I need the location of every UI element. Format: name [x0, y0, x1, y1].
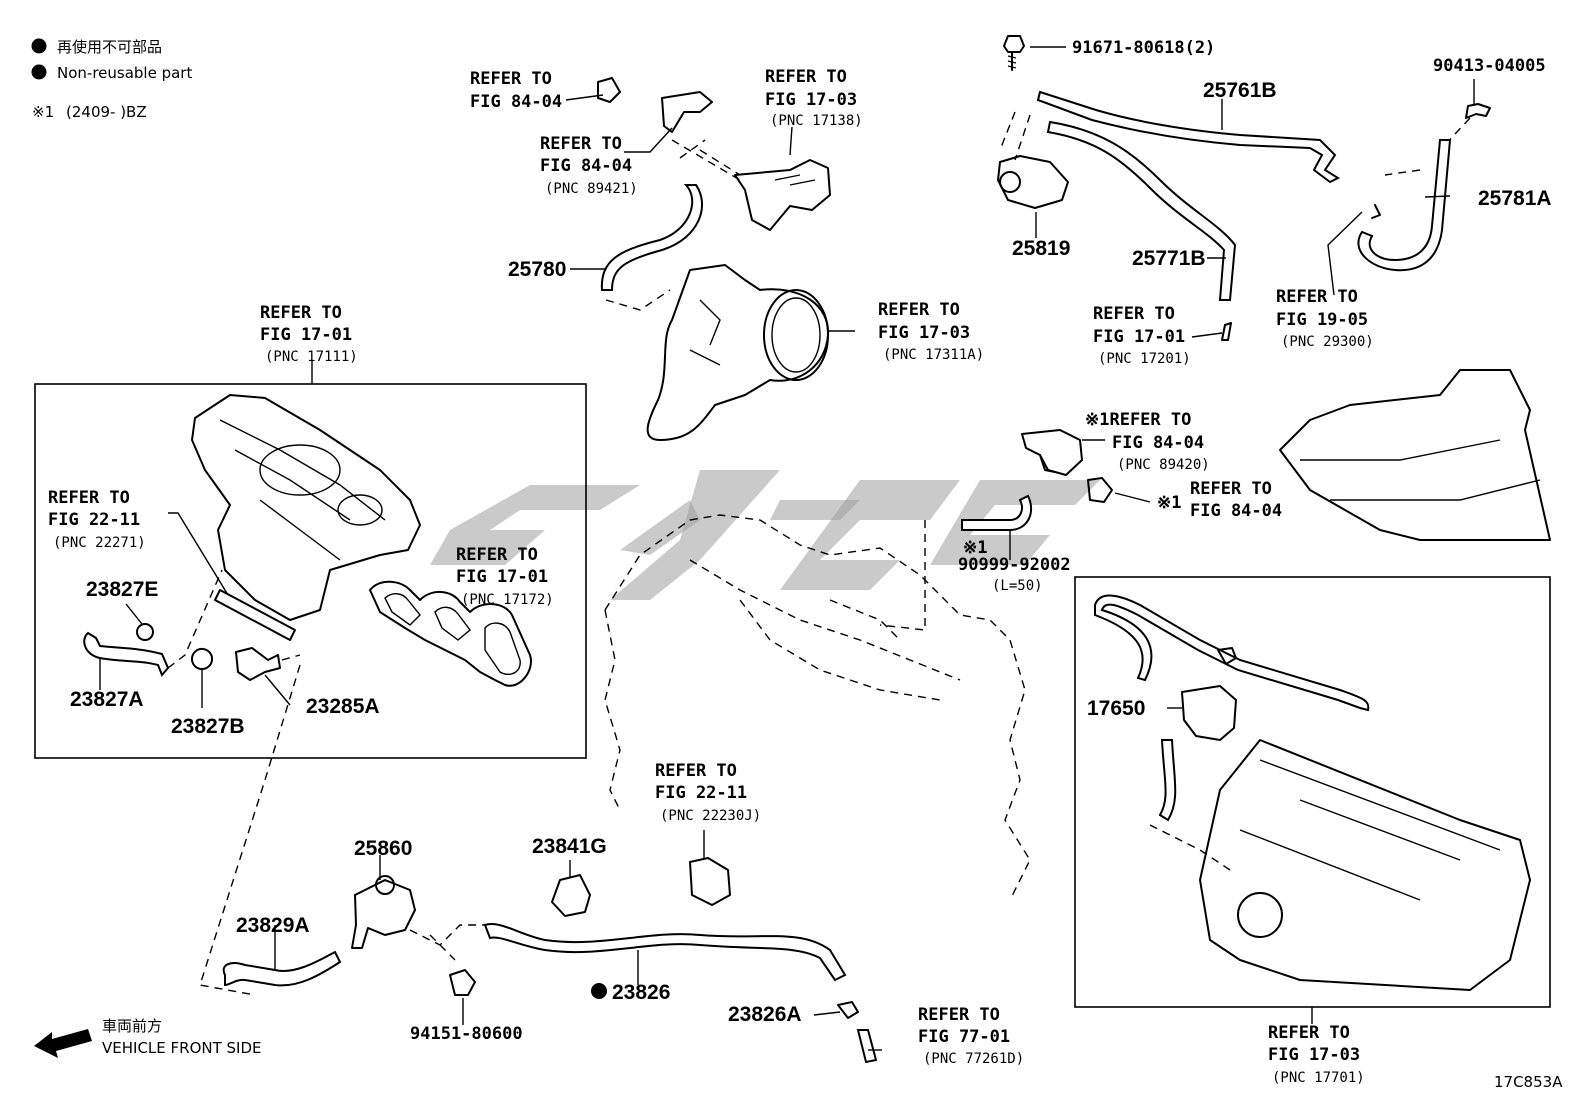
- ref-fig-84-04-b: REFER TO FIG 84-04 (PNC 89421): [540, 134, 638, 197]
- part-label-25761B: 25761B: [1203, 79, 1277, 102]
- part-label-23826A: 23826A: [728, 1003, 802, 1026]
- ref-fig-17-01-c: REFER TO FIG 17-01 (PNC 17201): [1093, 304, 1191, 367]
- svg-text:FIG 22-11: FIG 22-11: [655, 783, 747, 803]
- part-label-25780: 25780: [508, 258, 566, 281]
- part-label-90999: 90999-92002: [958, 555, 1071, 575]
- svg-text:REFER TO: REFER TO: [260, 303, 342, 323]
- watermark-logo: [430, 470, 1100, 600]
- vehicle-front-en: VEHICLE FRONT SIDE: [102, 1039, 262, 1057]
- legend-note-mark: ※1: [32, 103, 54, 121]
- svg-text:(PNC 89421): (PNC 89421): [545, 181, 638, 197]
- part-label-90999-length: (L=50): [992, 578, 1043, 594]
- svg-text:FIG 19-05: FIG 19-05: [1276, 310, 1368, 330]
- ref-fig-17-01-b: REFER TO FIG 17-01 (PNC 17172): [456, 545, 554, 608]
- svg-text:REFER TO: REFER TO: [765, 67, 847, 87]
- intake-manifold-box: [34, 383, 587, 759]
- ref-fig-17-01-a: REFER TO FIG 17-01 (PNC 17111): [260, 303, 358, 365]
- svg-text:REFER TO: REFER TO: [1276, 287, 1358, 307]
- part-label-23829A: 23829A: [236, 914, 310, 937]
- part-label-91671: 91671-80618(2): [1072, 38, 1215, 58]
- non-reusable-dot-icon: [31, 64, 47, 80]
- svg-text:(PNC 17701): (PNC 17701): [1272, 1070, 1365, 1086]
- non-reusable-dot-icon: [591, 983, 607, 999]
- part-label-23285A: 23285A: [306, 695, 380, 718]
- part-number-labels: 91671-80618(2) 25761B 90413-04005 25781A…: [70, 38, 1552, 1044]
- svg-text:FIG 84-04: FIG 84-04: [470, 92, 562, 112]
- part-label-23827E: 23827E: [86, 578, 158, 601]
- lower-hose-group: [199, 664, 878, 1064]
- svg-text:FIG 17-03: FIG 17-03: [1268, 1045, 1360, 1065]
- legend: 再使用不可部品 Non-reusable part ※1 (2409- )BZ: [31, 38, 192, 121]
- legend-jp-label: 再使用不可部品: [57, 38, 162, 56]
- svg-text:REFER TO: REFER TO: [655, 761, 737, 781]
- svg-text:REFER TO: REFER TO: [470, 69, 552, 89]
- part-label-25781A: 25781A: [1478, 187, 1552, 210]
- svg-text:FIG 84-04: FIG 84-04: [1112, 433, 1204, 453]
- part-label-90999-mark: ※1: [963, 538, 987, 558]
- legend-en-label: Non-reusable part: [57, 64, 192, 82]
- intake-pipe-group: [597, 77, 831, 441]
- vehicle-front-jp: 車両前方: [102, 1017, 162, 1035]
- part-label-25860: 25860: [354, 837, 412, 860]
- ref-fig-84-04-c: ※1REFER TO FIG 84-04 (PNC 89420): [1085, 410, 1210, 473]
- svg-text:(PNC 29300): (PNC 29300): [1281, 334, 1374, 350]
- part-label-94151: 94151-80600: [410, 1024, 523, 1044]
- vehicle-front-indicator: 車両前方 VEHICLE FRONT SIDE: [34, 1017, 262, 1058]
- ref-fig-84-04-d: ※1 REFER TO FIG 84-04: [1157, 479, 1282, 521]
- svg-text:REFER TO: REFER TO: [1093, 304, 1175, 324]
- svg-text:FIG 77-01: FIG 77-01: [918, 1027, 1010, 1047]
- svg-text:(PNC 89420): (PNC 89420): [1117, 457, 1210, 473]
- svg-text:(PNC 17311A): (PNC 17311A): [883, 347, 984, 363]
- svg-text:REFER TO: REFER TO: [1268, 1023, 1350, 1043]
- svg-text:(PNC 17111): (PNC 17111): [265, 349, 358, 365]
- svg-text:(PNC 77261D): (PNC 77261D): [923, 1051, 1024, 1067]
- part-label-17650: 17650: [1087, 697, 1145, 720]
- svg-text:FIG 22-11: FIG 22-11: [48, 510, 140, 530]
- vsv-hose-group: [997, 35, 1491, 341]
- svg-text:※1REFER TO: ※1REFER TO: [1085, 410, 1191, 430]
- svg-text:REFER TO: REFER TO: [540, 134, 622, 154]
- leader-lines: [99, 46, 1475, 1051]
- part-label-23826: 23826: [612, 981, 670, 1004]
- svg-text:※1: ※1: [1157, 493, 1181, 513]
- ref-fig-17-03-a: REFER TO FIG 17-03 (PNC 17138): [765, 67, 863, 129]
- svg-text:REFER TO: REFER TO: [1190, 479, 1272, 499]
- engine-outline: [604, 494, 1033, 901]
- svg-text:FIG 17-01: FIG 17-01: [456, 567, 548, 587]
- part-label-25819: 25819: [1012, 237, 1070, 260]
- part-label-23827B: 23827B: [171, 715, 245, 738]
- ref-fig-84-04-a: REFER TO FIG 84-04: [470, 69, 562, 112]
- svg-text:(PNC 17172): (PNC 17172): [461, 592, 554, 608]
- part-label-25771B: 25771B: [1132, 247, 1206, 270]
- svg-text:REFER TO: REFER TO: [456, 545, 538, 565]
- svg-text:REFER TO: REFER TO: [48, 488, 130, 508]
- ref-fig-17-03-b: REFER TO FIG 17-03 (PNC 17311A): [878, 300, 984, 363]
- svg-text:FIG 17-03: FIG 17-03: [878, 323, 970, 343]
- front-arrow-icon: [34, 1029, 92, 1058]
- ref-fig-17-03-c: REFER TO FIG 17-03 (PNC 17701): [1268, 1023, 1365, 1086]
- svg-text:FIG 17-03: FIG 17-03: [765, 90, 857, 110]
- non-reusable-dot-icon: [31, 38, 47, 54]
- part-label-23841G: 23841G: [532, 835, 607, 858]
- part-label-90413: 90413-04005: [1433, 56, 1546, 76]
- figure-code: 17C853A: [1494, 1073, 1563, 1091]
- ref-fig-19-05: REFER TO FIG 19-05 (PNC 29300): [1276, 287, 1374, 350]
- ref-fig-22-11-b: REFER TO FIG 22-11 (PNC 22230J): [655, 761, 761, 824]
- air-cleaner-group: [1021, 369, 1551, 1008]
- svg-text:FIG 17-01: FIG 17-01: [260, 325, 352, 345]
- legend-note-range: (2409- )BZ: [66, 103, 147, 121]
- svg-text:(PNC 17201): (PNC 17201): [1098, 351, 1191, 367]
- ref-fig-77-01: REFER TO FIG 77-01 (PNC 77261D): [918, 1005, 1024, 1067]
- part-label-23827A: 23827A: [70, 688, 144, 711]
- svg-text:REFER TO: REFER TO: [918, 1005, 1000, 1025]
- svg-text:(PNC 22230J): (PNC 22230J): [660, 808, 761, 824]
- svg-text:FIG 84-04: FIG 84-04: [1190, 501, 1282, 521]
- svg-text:(PNC 17138): (PNC 17138): [770, 113, 863, 129]
- svg-text:(PNC 22271): (PNC 22271): [53, 535, 146, 551]
- svg-text:FIG 84-04: FIG 84-04: [540, 156, 632, 176]
- svg-text:REFER TO: REFER TO: [878, 300, 960, 320]
- ref-fig-22-11-a: REFER TO FIG 22-11 (PNC 22271): [48, 488, 146, 551]
- svg-text:FIG 17-01: FIG 17-01: [1093, 327, 1185, 347]
